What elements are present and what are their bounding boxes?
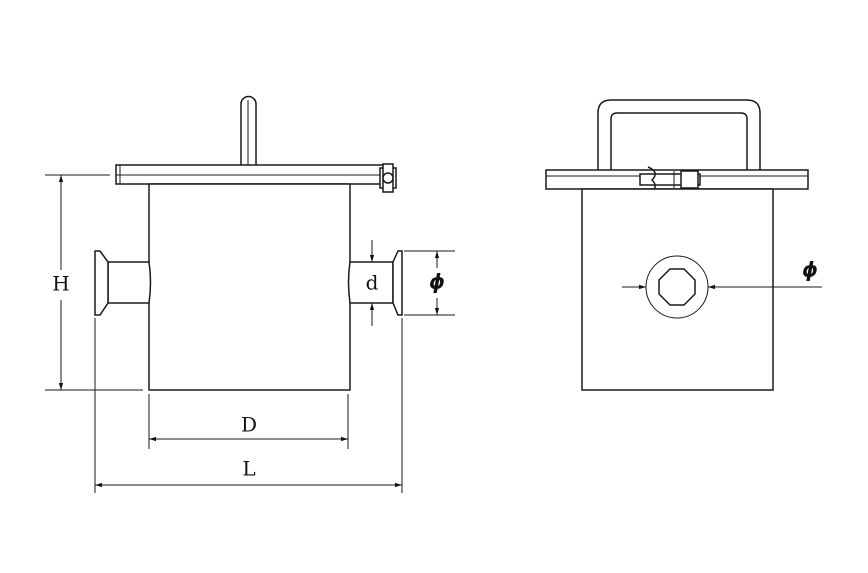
dimension-label-phi-flange: ϕ xyxy=(429,270,445,294)
dimension-label-l: L xyxy=(242,457,255,481)
dimension-label-h: H xyxy=(52,272,69,296)
body xyxy=(148,183,351,391)
dimension-label-d-pipe: d xyxy=(366,271,379,295)
dimension-label-phi-port: ϕ xyxy=(802,258,818,282)
dimension-label-d-body: D xyxy=(241,413,257,437)
left-inlet xyxy=(94,250,152,316)
side-view: ϕ xyxy=(545,99,822,391)
latch-icon xyxy=(639,166,701,194)
handle-loop xyxy=(597,99,761,170)
port-inner-octagon xyxy=(658,268,696,306)
front-view: H D L d ϕ xyxy=(45,95,455,493)
right-outlet xyxy=(347,250,403,316)
body-side xyxy=(581,188,774,391)
clamp-knob-icon xyxy=(379,163,397,193)
